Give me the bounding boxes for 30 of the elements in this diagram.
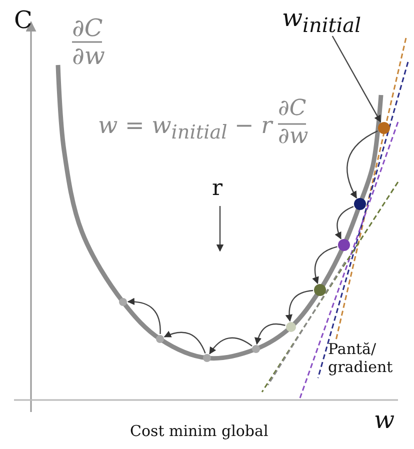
step-arrow (346, 130, 378, 199)
caption-text: Cost minim global (130, 424, 268, 439)
step-arrow (286, 290, 314, 322)
point-marker (314, 284, 326, 296)
point-marker (119, 298, 127, 306)
step-arrow (209, 337, 252, 354)
step-arrow (164, 330, 206, 354)
point-marker (252, 345, 260, 353)
axis-label: C (14, 8, 32, 32)
leader-arrow (332, 36, 382, 123)
step-label: r (212, 178, 228, 200)
leader-arrow (216, 206, 224, 252)
step-arrow (254, 323, 286, 345)
step-arrow (334, 206, 354, 240)
step-arrow (312, 246, 338, 284)
point-marker (203, 354, 211, 362)
point-marker (156, 335, 164, 343)
step-arrow (127, 298, 161, 334)
point-marker (354, 198, 366, 210)
point-marker (338, 239, 350, 251)
point-marker (378, 122, 390, 134)
point-marker (286, 322, 296, 332)
math-text: ∂C (278, 98, 306, 120)
math-text: ∂w (278, 126, 308, 148)
math-text: ∂C (72, 16, 103, 40)
axis-label: w (374, 408, 395, 432)
math-text: ∂w (72, 44, 105, 68)
equation-text: w = w$_{initial}$ − r (98, 115, 272, 142)
start-label: w$_{initial}$ (282, 6, 394, 34)
note-text: Pantă/ gradient (328, 340, 394, 376)
